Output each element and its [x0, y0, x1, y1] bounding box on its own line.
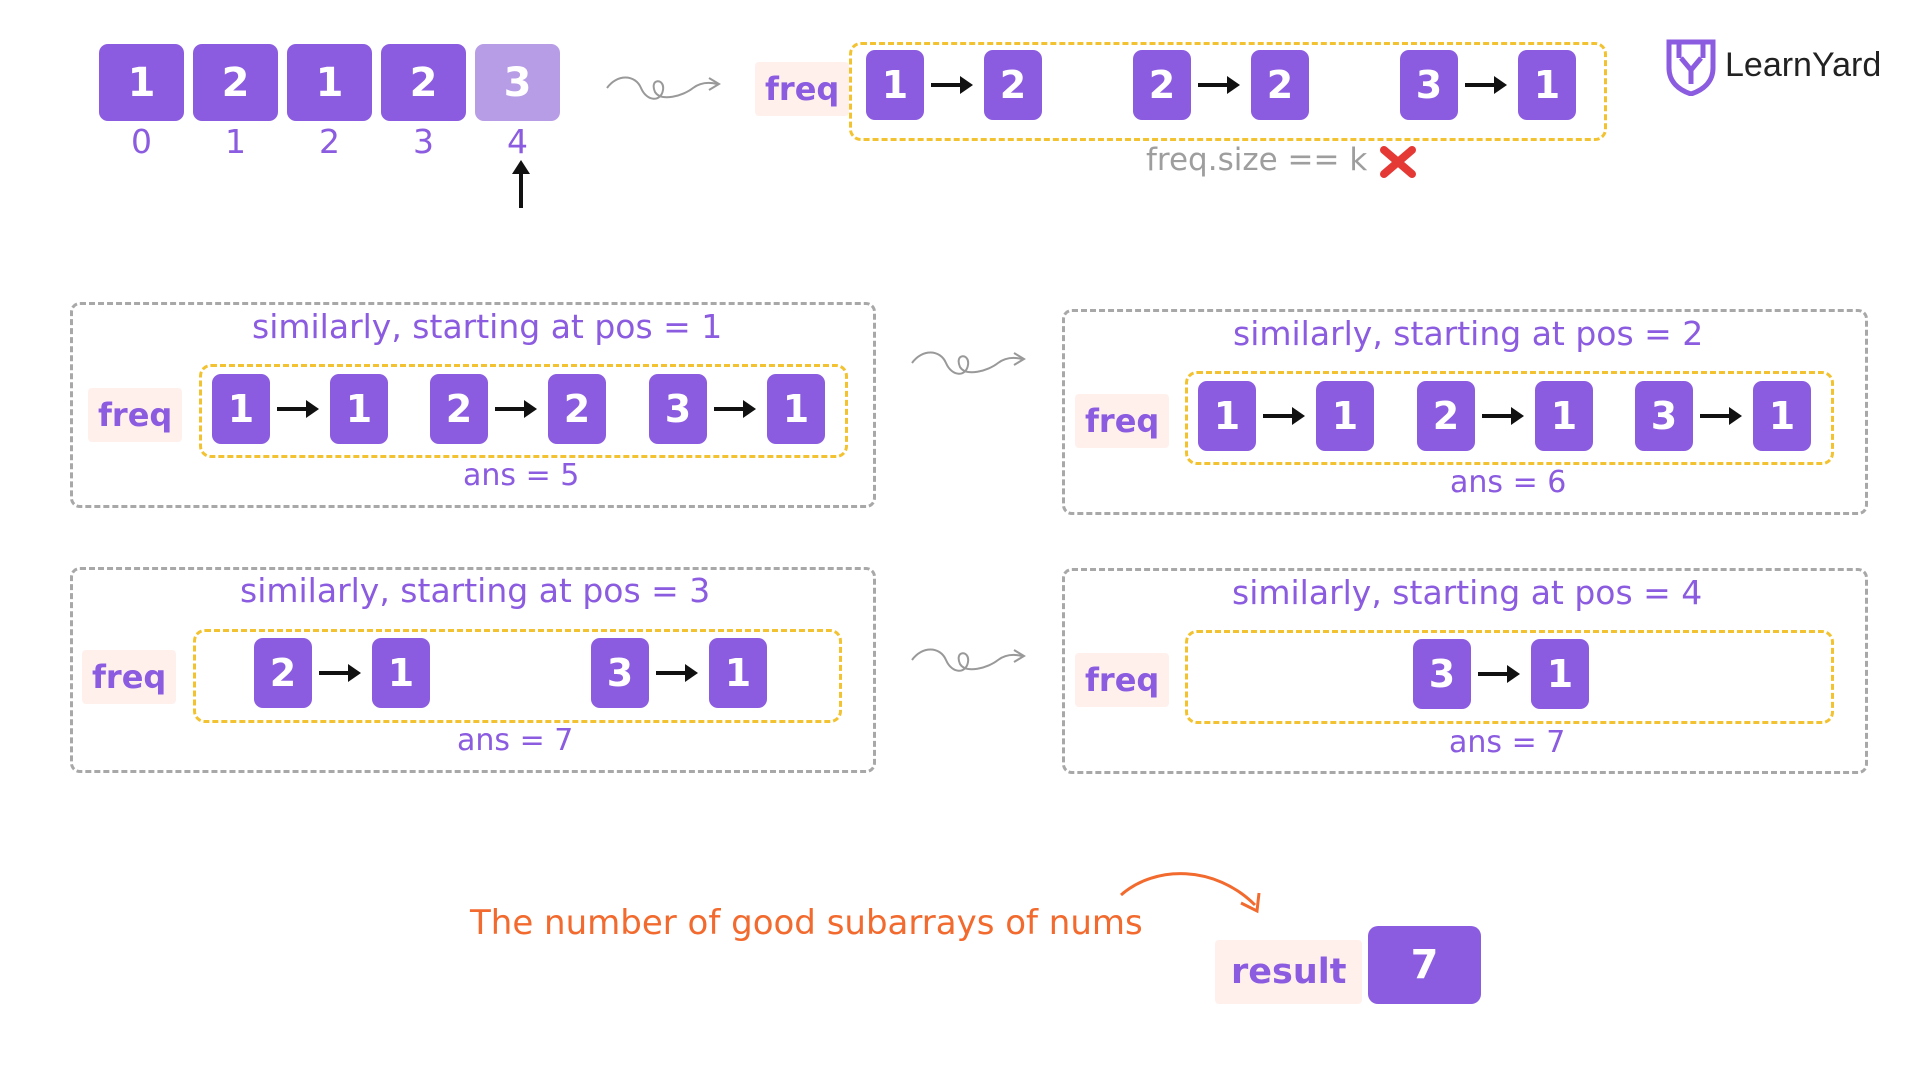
index-pointer-arrow — [519, 168, 523, 208]
freq-key-node: 2 — [430, 374, 488, 444]
array-cell: 2 — [193, 44, 278, 121]
freq-key-node: 3 — [591, 638, 649, 708]
panel-freq-label: freq — [1075, 653, 1170, 707]
panel-title: similarly, starting at pos = 3 — [240, 571, 711, 610]
array-cell: 3 — [475, 44, 560, 121]
freq-value-node: 1 — [330, 374, 388, 444]
panel-ans: ans = 7 — [457, 723, 574, 758]
panel-ans: ans = 7 — [1449, 725, 1566, 760]
freq-key-node: 2 — [1133, 50, 1191, 120]
result-caption: The number of good subarrays of nums — [470, 903, 1143, 943]
pair-arrow — [277, 400, 319, 418]
curved-arrow — [1120, 872, 1261, 914]
freq-value-node: 1 — [372, 638, 430, 708]
shield-y-icon — [1666, 39, 1716, 96]
panel-title: similarly, starting at pos = 2 — [1233, 314, 1704, 353]
panel-freq-label: freq — [82, 650, 177, 704]
pair-arrow — [1465, 76, 1507, 94]
pair-arrow — [1263, 407, 1305, 425]
pointer-arrowhead — [512, 160, 530, 174]
result-label: result — [1215, 940, 1363, 1004]
squiggle-arrow — [911, 351, 1026, 375]
freq-value-node: 1 — [1531, 639, 1589, 709]
pair-arrow — [656, 664, 698, 682]
freq-key-node: 1 — [1198, 381, 1256, 451]
array-index: 1 — [225, 122, 246, 161]
squiggle-arrow — [606, 76, 721, 100]
top-freq-box — [849, 42, 1607, 141]
freq-value-node: 2 — [1251, 50, 1309, 120]
panel-freq-box — [1185, 371, 1834, 465]
panel-box — [1062, 309, 1868, 515]
panel-box — [70, 567, 876, 773]
panel-freq-box — [199, 364, 848, 458]
pair-arrow — [1198, 76, 1240, 94]
result-value: 7 — [1368, 926, 1481, 1004]
freq-key-node: 3 — [1400, 50, 1458, 120]
pair-arrow — [1478, 665, 1520, 683]
freq-key-node: 1 — [212, 374, 270, 444]
array-index: 4 — [507, 122, 528, 161]
brand-name: LearnYard — [1725, 46, 1882, 84]
pair-arrow — [931, 76, 973, 94]
panel-title: similarly, starting at pos = 4 — [1232, 573, 1703, 612]
pair-arrow — [1482, 407, 1524, 425]
array-index: 0 — [131, 122, 152, 161]
panel-box — [70, 302, 876, 508]
freq-value-node: 1 — [767, 374, 825, 444]
freq-key-node: 3 — [649, 374, 707, 444]
freq-value-node: 2 — [548, 374, 606, 444]
panel-freq-box — [193, 629, 842, 723]
panel-ans: ans = 6 — [1450, 465, 1567, 500]
pair-arrow — [1700, 407, 1742, 425]
brand-logo: LearnYard — [1665, 38, 1885, 98]
freq-value-node: 1 — [1518, 50, 1576, 120]
freq-key-node: 2 — [1417, 381, 1475, 451]
array-index: 3 — [413, 122, 434, 161]
freq-value-node: 1 — [1753, 381, 1811, 451]
freq-value-node: 1 — [1316, 381, 1374, 451]
freq-value-node: 1 — [709, 638, 767, 708]
array-cell: 1 — [287, 44, 372, 121]
freq-key-node: 2 — [254, 638, 312, 708]
freq-value-node: 2 — [984, 50, 1042, 120]
panel-freq-label: freq — [88, 388, 183, 442]
panel-freq-box — [1185, 630, 1834, 724]
panel-freq-label: freq — [1075, 394, 1170, 448]
array-index: 2 — [319, 122, 340, 161]
panel-ans: ans = 5 — [463, 458, 580, 493]
freq-key-node: 1 — [866, 50, 924, 120]
array-cell: 1 — [99, 44, 184, 121]
squiggle-arrow — [911, 648, 1026, 672]
panel-box — [1062, 568, 1868, 774]
array-cell: 2 — [381, 44, 466, 121]
pair-arrow — [714, 400, 756, 418]
pair-arrow — [319, 664, 361, 682]
top-freq-label: freq — [755, 62, 850, 116]
panel-title: similarly, starting at pos = 1 — [252, 307, 723, 346]
pair-arrow — [495, 400, 537, 418]
freq-size-condition: freq.size == k — [1146, 142, 1368, 178]
freq-key-node: 3 — [1635, 381, 1693, 451]
cross-icon — [1380, 146, 1416, 178]
freq-value-node: 1 — [1535, 381, 1593, 451]
freq-key-node: 3 — [1413, 639, 1471, 709]
